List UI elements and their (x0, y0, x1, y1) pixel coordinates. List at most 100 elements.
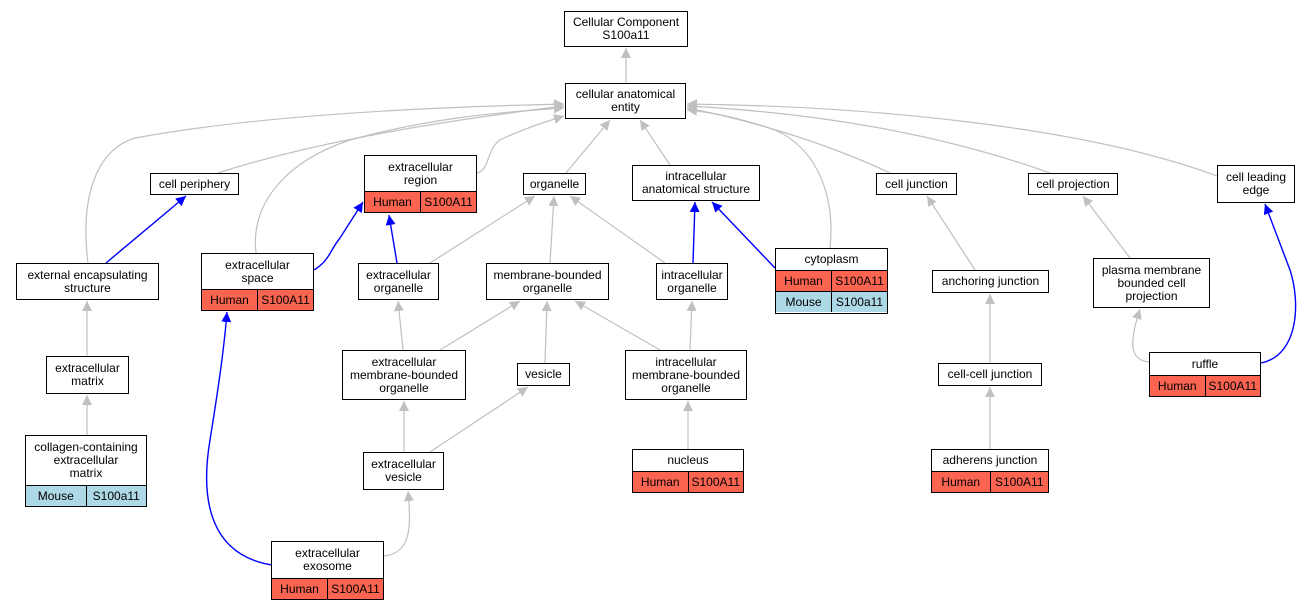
edge-imbo-to-mbo (574, 300, 661, 351)
node-label: extracellular region (388, 159, 453, 187)
gene-label: S100A11 (327, 579, 383, 599)
annotation-row-mouse: Mouse S100a11 (26, 485, 146, 506)
edge-aj-to-cj (926, 195, 976, 271)
node-label: cell-cell junction (947, 367, 1033, 381)
node-cell-projection[interactable]: cell projection (1028, 173, 1118, 195)
annotation-row-human: Human S100A11 (365, 191, 476, 212)
node-label: intracellular membrane-bounded organelle (631, 354, 741, 395)
node-cell-cell-junction[interactable]: cell-cell junction (938, 363, 1042, 386)
node-nucleus[interactable]: nucleus Human S100A11 (632, 449, 744, 493)
edge-ruf-to-pmbcp (1132, 308, 1150, 363)
edge-embo-to-mbo (439, 300, 521, 351)
node-extracellular-space[interactable]: extracellular space Human S100A11 (201, 253, 314, 311)
edge-er-to-cae (476, 114, 565, 174)
node-cell-periphery[interactable]: cell periphery (150, 173, 239, 195)
node-cellular-component[interactable]: Cellular Component S100a11 (564, 11, 688, 47)
node-label: intracellular anatomical structure (641, 169, 751, 196)
node-organelle[interactable]: organelle (523, 173, 586, 195)
edge-cle-to-cae (686, 99, 1218, 177)
edge-es-to-cae (254, 103, 565, 254)
edge-io-to-org (569, 195, 666, 264)
gene-label: S100A11 (420, 192, 476, 212)
node-label: cellular anatomical entity (575, 87, 676, 114)
species-label: Human (640, 474, 680, 489)
node-label: extracellular vesicle (371, 457, 436, 484)
edge-ves-to-mbo (541, 300, 552, 364)
species-label: Human (784, 273, 823, 288)
node-extracellular-region[interactable]: extracellular region Human S100A11 (364, 155, 477, 213)
node-cell-leading-edge[interactable]: cell leading edge (1217, 165, 1295, 203)
edge-ev-to-ves (429, 386, 529, 453)
node-extracellular-exosome[interactable]: extracellular exosome Human S100A11 (271, 541, 384, 600)
node-external-encapsulating-structure[interactable]: external encapsulating structure (16, 263, 159, 300)
node-label: plasma membrane bounded cell projection (1101, 262, 1202, 303)
annotation-row-human: Human S100A11 (633, 471, 743, 492)
annotation-row-human: Human S100A11 (202, 289, 313, 310)
node-collagen-containing-extracellular-matrix[interactable]: collagen-containing extracellular matrix… (25, 435, 147, 507)
node-label: vesicle (525, 367, 562, 381)
edge-mbo-to-org (548, 195, 559, 264)
edge-cyto-to-ias (711, 201, 776, 269)
gene-label: S100A11 (687, 472, 744, 492)
gene-label: S100a11 (85, 486, 147, 506)
gene-label: S100a11 (831, 292, 887, 312)
node-label: cytoplasm (804, 252, 859, 266)
edge-ias-to-cae (639, 119, 671, 166)
edge-cj-to-cae (686, 104, 891, 174)
edge-embo-to-eo (394, 300, 404, 351)
node-plasma-membrane-bounded-cell-projection[interactable]: plasma membrane bounded cell projection (1093, 258, 1210, 308)
node-cytoplasm[interactable]: cytoplasm Human S100A11 Mouse S100a11 (775, 248, 888, 314)
node-anchoring-junction[interactable]: anchoring junction (932, 270, 1049, 293)
node-extracellular-vesicle[interactable]: extracellular vesicle (363, 452, 444, 490)
node-extracellular-matrix[interactable]: extracellular matrix (46, 356, 129, 394)
gene-label: S100A11 (989, 472, 1049, 492)
node-label: adherens junction (942, 453, 1038, 467)
node-label: nucleus (667, 453, 709, 467)
species-label: Mouse (37, 488, 74, 503)
species-label: Mouse (785, 294, 822, 309)
node-membrane-bounded-organelle[interactable]: membrane-bounded organelle (486, 263, 609, 300)
node-cell-junction[interactable]: cell junction (876, 173, 957, 195)
node-label: intracellular organelle (661, 267, 723, 295)
node-label: organelle (529, 176, 580, 191)
node-label: collagen-containing extracellular matrix (34, 440, 138, 480)
node-adherens-junction[interactable]: adherens junction Human S100A11 (931, 449, 1049, 493)
node-vesicle[interactable]: vesicle (517, 363, 570, 386)
edge-es-to-er (313, 201, 364, 271)
species-label: Human (941, 474, 981, 489)
edge-pmbcp-to-cproj (1082, 195, 1131, 259)
species-label: Human (373, 194, 412, 209)
node-label: extracellular organelle (366, 267, 431, 295)
node-cellular-anatomical-entity[interactable]: cellular anatomical entity (565, 83, 686, 119)
node-ruffle[interactable]: ruffle Human S100A11 (1149, 352, 1261, 397)
edge-eo-to-org (429, 195, 536, 264)
node-intracellular-anatomical-structure[interactable]: intracellular anatomical structure (632, 165, 760, 201)
node-label: membrane-bounded organelle (493, 267, 602, 295)
edge-cyto-to-cae (686, 105, 832, 249)
node-extracellular-organelle[interactable]: extracellular organelle (358, 263, 439, 300)
node-label: Cellular Component S100a11 (572, 15, 680, 42)
edge-io-to-ias (689, 201, 700, 264)
node-label: cell periphery (158, 176, 231, 191)
node-label: extracellular exosome (295, 546, 360, 573)
node-label: cell junction (885, 176, 948, 191)
edge-ruf-to-cle (1260, 203, 1297, 364)
edge-cproj-to-cae (686, 101, 1051, 174)
gene-label: S100A11 (831, 271, 887, 291)
node-label: anchoring junction (941, 274, 1040, 288)
node-extracellular-membrane-bounded-organelle[interactable]: extracellular membrane-bounded organelle (342, 350, 466, 400)
node-label: cell projection (1036, 176, 1110, 191)
node-intracellular-membrane-bounded-organelle[interactable]: intracellular membrane-bounded organelle (625, 350, 747, 400)
edge-exo-to-es (205, 311, 273, 566)
annotation-row-human: Human S100A11 (1150, 375, 1260, 396)
species-label: Human (1157, 378, 1197, 393)
edge-ees-to-cae (85, 99, 565, 264)
annotation-row-mouse: Mouse S100a11 (776, 291, 887, 312)
node-intracellular-organelle[interactable]: intracellular organelle (656, 263, 728, 300)
species-label: Human (280, 581, 319, 596)
gene-label: S100A11 (257, 290, 313, 310)
annotation-row-human: Human S100A11 (932, 471, 1048, 492)
node-label: external encapsulating structure (27, 267, 148, 295)
